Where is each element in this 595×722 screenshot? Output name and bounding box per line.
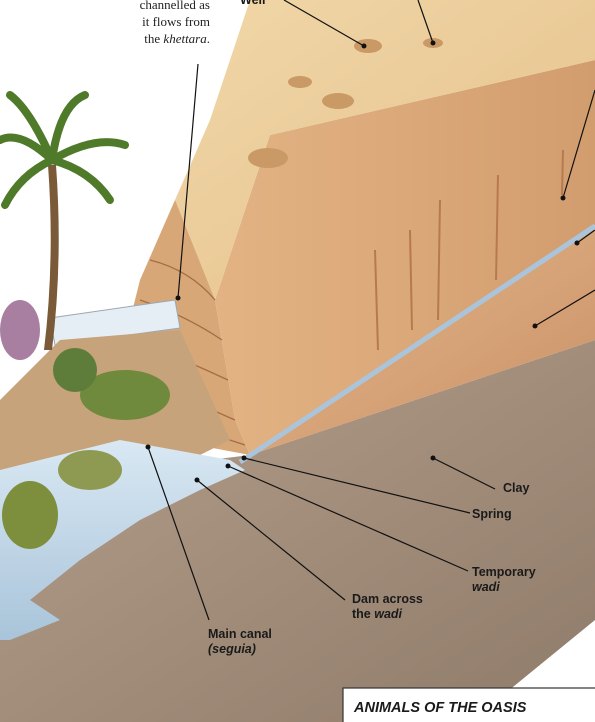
caption-line-2: it flows from bbox=[60, 13, 210, 30]
label-dam-across-wadi: Dam across the wadi bbox=[352, 592, 423, 622]
well-4 bbox=[288, 76, 312, 88]
palm-fronds bbox=[0, 95, 125, 205]
caption-khettara-term: khettara bbox=[163, 31, 206, 46]
label-well: Well bbox=[240, 0, 265, 8]
shrub-4 bbox=[0, 300, 40, 360]
caption-line-3: the khettara. bbox=[60, 30, 210, 47]
well-3 bbox=[322, 93, 354, 109]
shrub-2 bbox=[58, 450, 122, 490]
label-wadi-term: wadi bbox=[472, 580, 500, 594]
label-main-canal-line2: (seguia) bbox=[208, 642, 272, 657]
label-temporary-wadi: Temporary wadi bbox=[472, 565, 536, 595]
well-1 bbox=[354, 39, 382, 53]
caption-line-1: channelled as bbox=[60, 0, 210, 13]
label-main-canal: Main canal (seguia) bbox=[208, 627, 272, 657]
label-dam-line2-prefix: the bbox=[352, 607, 374, 621]
label-temporary-wadi-line1: Temporary bbox=[472, 565, 536, 580]
label-clay: Clay bbox=[503, 481, 529, 496]
label-dam-wadi-term: wadi bbox=[374, 607, 402, 621]
label-dam-line2: the wadi bbox=[352, 607, 423, 622]
shrub-5 bbox=[53, 348, 97, 392]
label-spring: Spring bbox=[472, 507, 512, 522]
label-main-canal-line1: Main canal bbox=[208, 627, 272, 642]
shrub-1 bbox=[2, 481, 58, 549]
animals-box-title: ANIMALS OF THE OASIS bbox=[354, 700, 526, 716]
label-dam-line1: Dam across bbox=[352, 592, 423, 607]
caption-line-3-prefix: the bbox=[144, 31, 163, 46]
khettara-caption: channelled as it flows from the khettara… bbox=[60, 0, 210, 47]
label-seguia-term: (seguia) bbox=[208, 642, 256, 656]
caption-line-3-suffix: . bbox=[207, 31, 210, 46]
label-temporary-wadi-line2: wadi bbox=[472, 580, 536, 595]
well-5 bbox=[248, 148, 288, 168]
